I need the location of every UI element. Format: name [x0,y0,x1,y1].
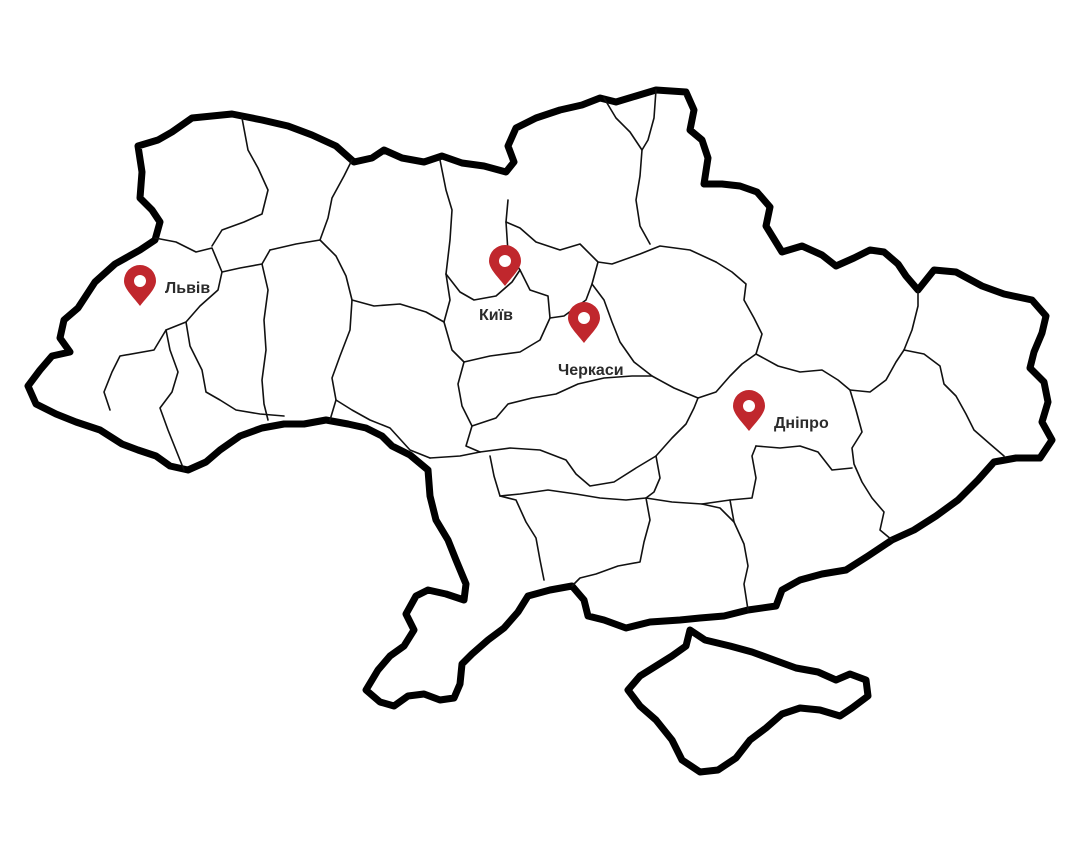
country-border [24,86,1056,710]
pin-cherkasy[interactable] [568,302,600,343]
pin-center [743,400,755,412]
pin-center [499,255,511,267]
city-label-kyiv: Київ [479,307,513,324]
oblast-borders [103,89,1005,611]
city-label-dnipro: Дніпро [774,415,829,432]
pin-center [134,275,146,287]
pin-center [578,312,590,324]
pin-kyiv[interactable] [489,245,521,286]
city-label-lviv: Львів [165,280,210,297]
crimea-border [624,626,872,776]
city-label-cherkasy: Черкаси [558,362,624,379]
pin-dnipro[interactable] [733,390,765,431]
pin-lviv[interactable] [124,265,156,306]
